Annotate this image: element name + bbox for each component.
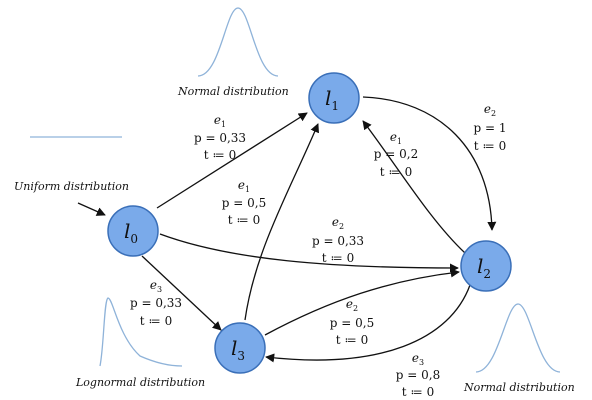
- node-l1: l1: [308, 72, 360, 124]
- normal-distribution-curve-bottom: [475, 303, 561, 373]
- label-l2-l1-event-sub: 1: [397, 137, 402, 146]
- label-l0-l2-event-sub: 2: [339, 222, 344, 231]
- label-l0-l3-reset: t ≔ 0: [140, 314, 172, 328]
- label-l1-l2-prob: p = 1: [474, 121, 507, 135]
- svg-text:e1: e1: [390, 130, 402, 146]
- label-l0-l2: e2 p = 0,33 t ≔ 0: [312, 215, 364, 265]
- label-l2-l3-reset: t ≔ 0: [402, 385, 434, 399]
- svg-text:e2: e2: [346, 297, 358, 313]
- label-l3-l2: e2 p = 0,5 t ≔ 0: [330, 297, 374, 347]
- label-l3-l1-prob: p = 0,5: [222, 196, 266, 210]
- node-l2: l2: [460, 240, 512, 292]
- label-l3-l1-event-sub: 1: [245, 185, 250, 194]
- label-l1-l2-event: e: [484, 102, 491, 116]
- svg-text:e1: e1: [238, 178, 250, 194]
- node-l3: l3: [214, 322, 266, 374]
- label-l2-l3-event-sub: 3: [419, 358, 424, 367]
- label-l3-l2-event: e: [346, 297, 353, 311]
- label-l0-l2-reset: t ≔ 0: [322, 251, 354, 265]
- node-l1-subscript: 1: [331, 99, 339, 113]
- edge-l0-l1: [156, 112, 308, 209]
- initial-arrow: [77, 202, 106, 216]
- node-l2-label: l: [477, 254, 483, 278]
- label-l2-l1-event: e: [390, 130, 397, 144]
- svg-text:e2: e2: [332, 215, 344, 231]
- label-l3-l2-prob: p = 0,5: [330, 316, 374, 330]
- normal-distribution-curve-top: [197, 7, 279, 77]
- node-l3-label: l: [231, 336, 237, 360]
- node-l2-subscript: 2: [483, 267, 491, 281]
- label-l0-l3-event-sub: 3: [157, 285, 162, 294]
- label-l0-l2-prob: p = 0,33: [312, 234, 364, 248]
- label-l0-l3: e3 p = 0,33 t ≔ 0: [130, 278, 182, 328]
- svg-text:l1: l1: [325, 86, 339, 113]
- node-l0-subscript: 0: [130, 232, 138, 246]
- svg-text:l3: l3: [231, 336, 245, 363]
- svg-text:l2: l2: [477, 254, 491, 281]
- label-l3-l1-reset: t ≔ 0: [228, 213, 260, 227]
- label-l2-l3: e3 p = 0,8 t ≔ 0: [396, 351, 440, 399]
- label-l0-l1-event-sub: 1: [221, 120, 226, 129]
- svg-text:e3: e3: [150, 278, 162, 294]
- svg-text:e1: e1: [214, 113, 226, 129]
- label-l0-l1-prob: p = 0,33: [194, 131, 246, 145]
- lognormal-distribution-curve: [99, 297, 183, 367]
- edge-l2-l1: [362, 120, 466, 254]
- node-l0-label: l: [124, 219, 130, 243]
- edge-l0-l2: [159, 233, 459, 273]
- label-l0-l3-event: e: [150, 278, 157, 292]
- normal-distribution-label-bottom: Normal distribution: [463, 381, 575, 394]
- lognormal-distribution-label: Lognormal distribution: [75, 376, 205, 389]
- label-l2-l1: e1 p = 0,2 t ≔ 0: [374, 130, 418, 179]
- edge-l0-l3: [141, 255, 222, 331]
- svg-text:e2: e2: [484, 102, 496, 118]
- label-l2-l1-reset: t ≔ 0: [380, 165, 412, 179]
- label-l3-l1-event: e: [238, 178, 245, 192]
- edge-l3-l2: [264, 268, 460, 336]
- edge-l3-l1: [244, 123, 319, 321]
- node-l3-subscript: 3: [237, 349, 245, 363]
- edge-l2-l3: [265, 284, 471, 363]
- label-l3-l2-reset: t ≔ 0: [336, 333, 368, 347]
- node-l1-label: l: [325, 86, 331, 110]
- label-l0-l3-prob: p = 0,33: [130, 296, 182, 310]
- label-l1-l2-reset: t ≔ 0: [474, 139, 506, 153]
- edge-l1-l2: [362, 96, 497, 231]
- svg-text:l0: l0: [124, 219, 138, 246]
- label-l0-l1-event: e: [214, 113, 221, 127]
- label-l1-l2: e2 p = 1 t ≔ 0: [474, 102, 507, 153]
- svg-text:e3: e3: [412, 351, 424, 367]
- uniform-distribution-label: Uniform distribution: [14, 180, 129, 193]
- label-l0-l2-event: e: [332, 215, 339, 229]
- label-l3-l1: e1 p = 0,5 t ≔ 0: [222, 178, 266, 227]
- label-l2-l3-event: e: [412, 351, 419, 365]
- label-l2-l3-prob: p = 0,8: [396, 368, 440, 382]
- label-l3-l2-event-sub: 2: [353, 304, 358, 313]
- label-l0-l1: e1 p = 0,33 t ≔ 0: [194, 113, 246, 162]
- node-l0: l0: [107, 205, 159, 257]
- normal-distribution-label-top: Normal distribution: [177, 85, 289, 98]
- label-l2-l1-prob: p = 0,2: [374, 147, 418, 161]
- label-l1-l2-event-sub: 2: [491, 109, 496, 118]
- label-l0-l1-reset: t ≔ 0: [204, 148, 236, 162]
